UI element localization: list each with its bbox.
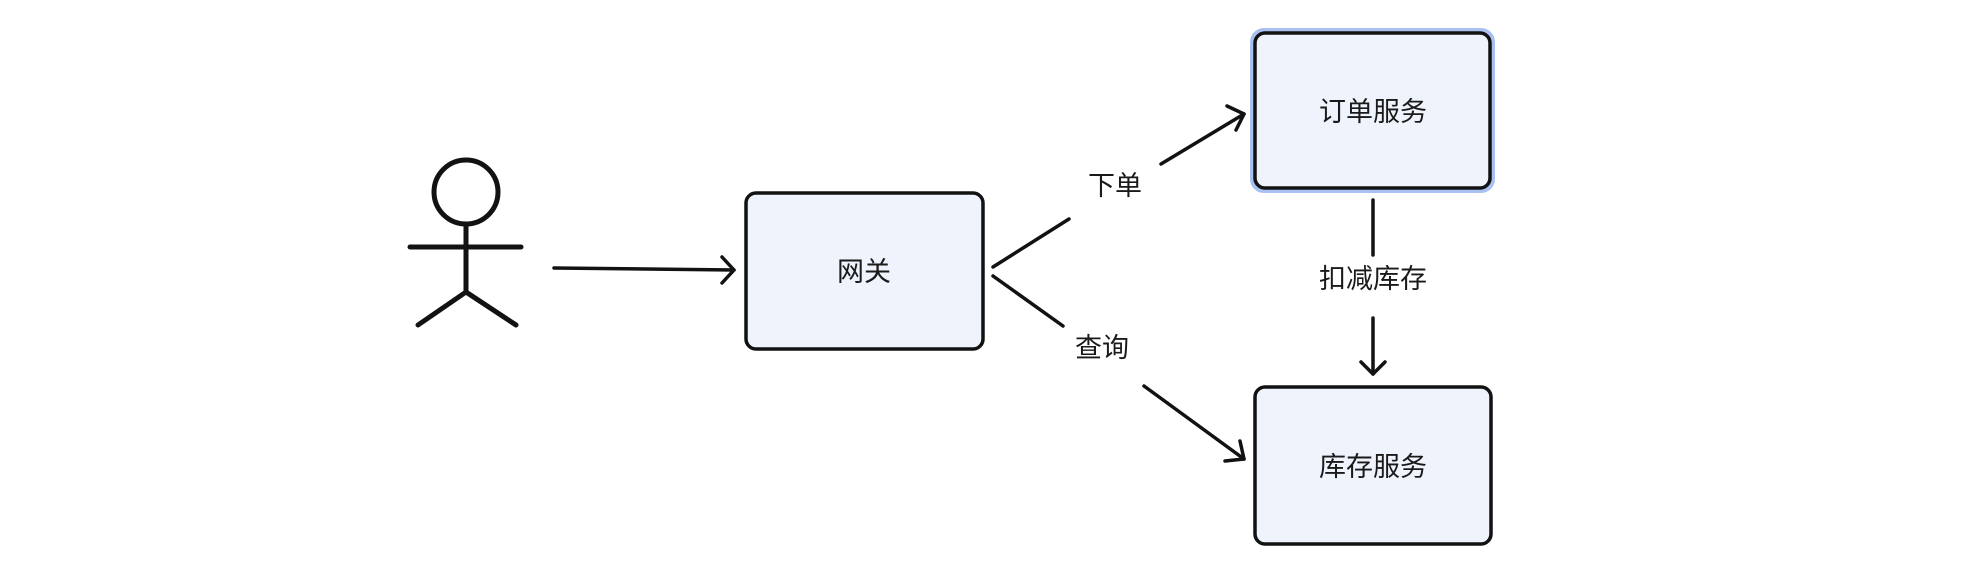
node-box [1253,385,1493,546]
stick-figure-icon [407,157,524,328]
arrow-head-icon [720,255,736,285]
node-gateway[interactable]: 网关 [744,191,985,351]
edge-line-upper [1159,112,1246,166]
node-label-inventory-service: 库存服务 [1319,452,1427,483]
edge-label-place-order: 下单 [1088,171,1142,202]
actor-head [431,157,501,227]
edge-gateway-to-inventory-service[interactable]: 查询 [991,274,1246,463]
user-actor[interactable] [407,157,524,328]
edge-line-lower [991,217,1071,269]
selection-halo [1250,28,1495,193]
node-box [1253,31,1492,190]
edge-line [552,266,736,272]
edge-order-to-inventory-service[interactable]: 扣减库存 [1319,198,1427,376]
arrow-head-icon [1225,104,1246,132]
edge-line-lower [1142,384,1246,461]
node-box [744,191,985,351]
edge-gateway-to-order-service[interactable]: 下单 [991,104,1246,269]
node-label-gateway: 网关 [837,257,891,288]
node-order-service[interactable]: 订单服务 [1250,28,1495,193]
arrow-head-icon [1359,360,1387,376]
arrow-head-icon [1223,439,1246,463]
edge-line-upper [991,274,1065,328]
edge-label-deduct-inventory: 扣减库存 [1319,264,1427,295]
node-label-order-service: 订单服务 [1319,97,1427,128]
edge-actor-to-gateway[interactable] [552,255,736,285]
actor-right-leg [463,289,519,328]
actor-left-leg [415,289,469,328]
node-inventory-service[interactable]: 库存服务 [1253,385,1493,546]
edge-label-query: 查询 [1075,333,1129,364]
